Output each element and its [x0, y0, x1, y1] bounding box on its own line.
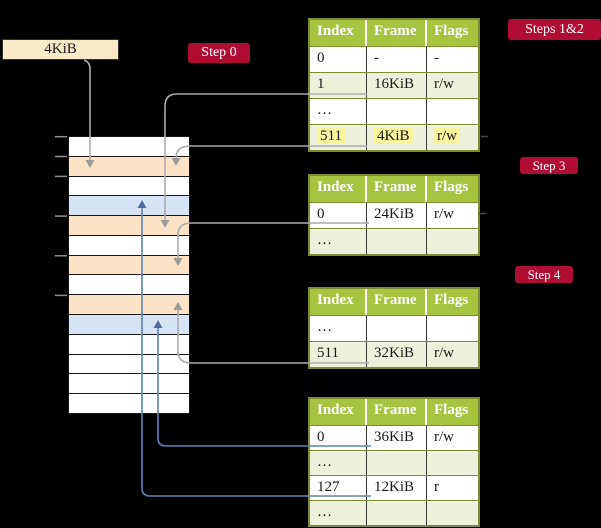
table-cell: 127 — [310, 476, 367, 500]
memory-row — [69, 235, 189, 256]
column-header-flags: Flags — [434, 23, 469, 39]
memory-row — [69, 275, 189, 296]
table-cell: 0 — [310, 203, 367, 228]
table-row: 127 12KiB r — [310, 475, 478, 500]
table-cell: r/w — [434, 76, 454, 92]
table-header: Index Frame Flags — [310, 399, 478, 425]
table-cell — [427, 316, 477, 341]
table-cell — [367, 229, 427, 254]
physical-memory-column — [68, 136, 190, 414]
table-row: 1 16KiB r/w — [310, 72, 478, 98]
page-table-4: Index Frame Flags 0 36KiB r/w … 127 12Ki… — [308, 397, 480, 527]
step4-badge: Step 4 — [515, 266, 573, 283]
page-table-1: Index Frame Flags 0 - - 1 16KiB r/w … 51… — [308, 18, 480, 152]
column-header-flags: Flags — [434, 179, 469, 195]
table-cell: 16KiB — [367, 73, 427, 98]
table-cell: 0 — [310, 426, 367, 450]
current-entry-dashes — [479, 135, 488, 215]
memory-row — [69, 295, 189, 316]
table-cell: r/w — [434, 206, 454, 222]
memory-row — [69, 315, 189, 335]
memory-row — [69, 374, 189, 395]
table-cell: … — [310, 501, 367, 525]
table-cell: 12KiB — [367, 476, 427, 500]
table-row: … — [310, 98, 478, 124]
memory-row — [69, 196, 189, 217]
table-row: 511 32KiB r/w — [310, 341, 478, 367]
table-header: Index Frame Flags — [310, 20, 478, 46]
memory-row — [69, 354, 189, 375]
table-cell — [427, 451, 477, 475]
table-row: 0 36KiB r/w — [310, 425, 478, 450]
memory-row — [69, 156, 189, 177]
table-cell: r/w — [427, 125, 477, 150]
table-cell: … — [310, 451, 367, 475]
table-cell: … — [310, 229, 367, 254]
table-cell: … — [310, 99, 367, 124]
memory-row — [69, 394, 189, 413]
table-row: 0 - - — [310, 46, 478, 72]
table-row: 0 24KiB r/w — [310, 202, 478, 228]
page-table-3: Index Frame Flags … 511 32KiB r/w — [308, 287, 480, 369]
page-table-2: Index Frame Flags 0 24KiB r/w … — [308, 174, 480, 256]
table-header: Index Frame Flags — [310, 289, 478, 315]
table-header: Index Frame Flags — [310, 176, 478, 202]
column-header-index: Index — [310, 399, 367, 425]
table-cell: 511 — [310, 125, 367, 150]
table-cell: r — [434, 479, 439, 495]
memory-row — [69, 137, 189, 157]
column-header-index: Index — [310, 289, 367, 315]
table-cell: - — [434, 50, 439, 66]
table-cell: 32KiB — [367, 342, 427, 367]
table-cell — [367, 99, 427, 124]
column-header-frame: Frame — [367, 399, 427, 425]
column-header-index: Index — [310, 20, 367, 46]
table-cell: r/w — [434, 345, 454, 361]
table-cell: 24KiB — [367, 203, 427, 228]
table-cell: … — [310, 316, 367, 341]
column-header-flags: Flags — [434, 402, 469, 418]
memory-row — [69, 255, 189, 276]
table-cell: 36KiB — [367, 426, 427, 450]
memory-row — [69, 334, 189, 355]
root-pointer-box: 4KiB — [2, 39, 119, 60]
table-cell — [427, 229, 477, 254]
memory-row — [69, 176, 189, 197]
table-row: … — [310, 450, 478, 475]
table-row-highlighted: 511 4KiB r/w — [310, 124, 478, 150]
steps12-badge: Steps 1&2 — [508, 19, 601, 40]
table-row: … — [310, 228, 478, 254]
step0-badge: Step 0 — [188, 43, 250, 63]
memory-row — [69, 216, 189, 236]
column-header-flags: Flags — [434, 292, 469, 308]
table-cell: 511 — [310, 342, 367, 367]
column-header-index: Index — [310, 176, 367, 202]
table-row: … — [310, 500, 478, 525]
column-header-frame: Frame — [367, 176, 427, 202]
table-cell — [367, 316, 427, 341]
table-cell: r/w — [434, 429, 454, 445]
step3-badge: Step 3 — [520, 157, 578, 174]
table-cell: 0 — [310, 47, 367, 72]
table-cell: 1 — [310, 73, 367, 98]
table-cell — [427, 501, 477, 525]
table-cell — [367, 501, 427, 525]
table-cell — [367, 451, 427, 475]
table-cell: - — [367, 47, 427, 72]
address-ticks — [55, 135, 67, 297]
table-cell: 4KiB — [367, 125, 427, 150]
column-header-frame: Frame — [367, 20, 427, 46]
column-header-frame: Frame — [367, 289, 427, 315]
table-row: … — [310, 315, 478, 341]
table-cell — [427, 99, 477, 124]
